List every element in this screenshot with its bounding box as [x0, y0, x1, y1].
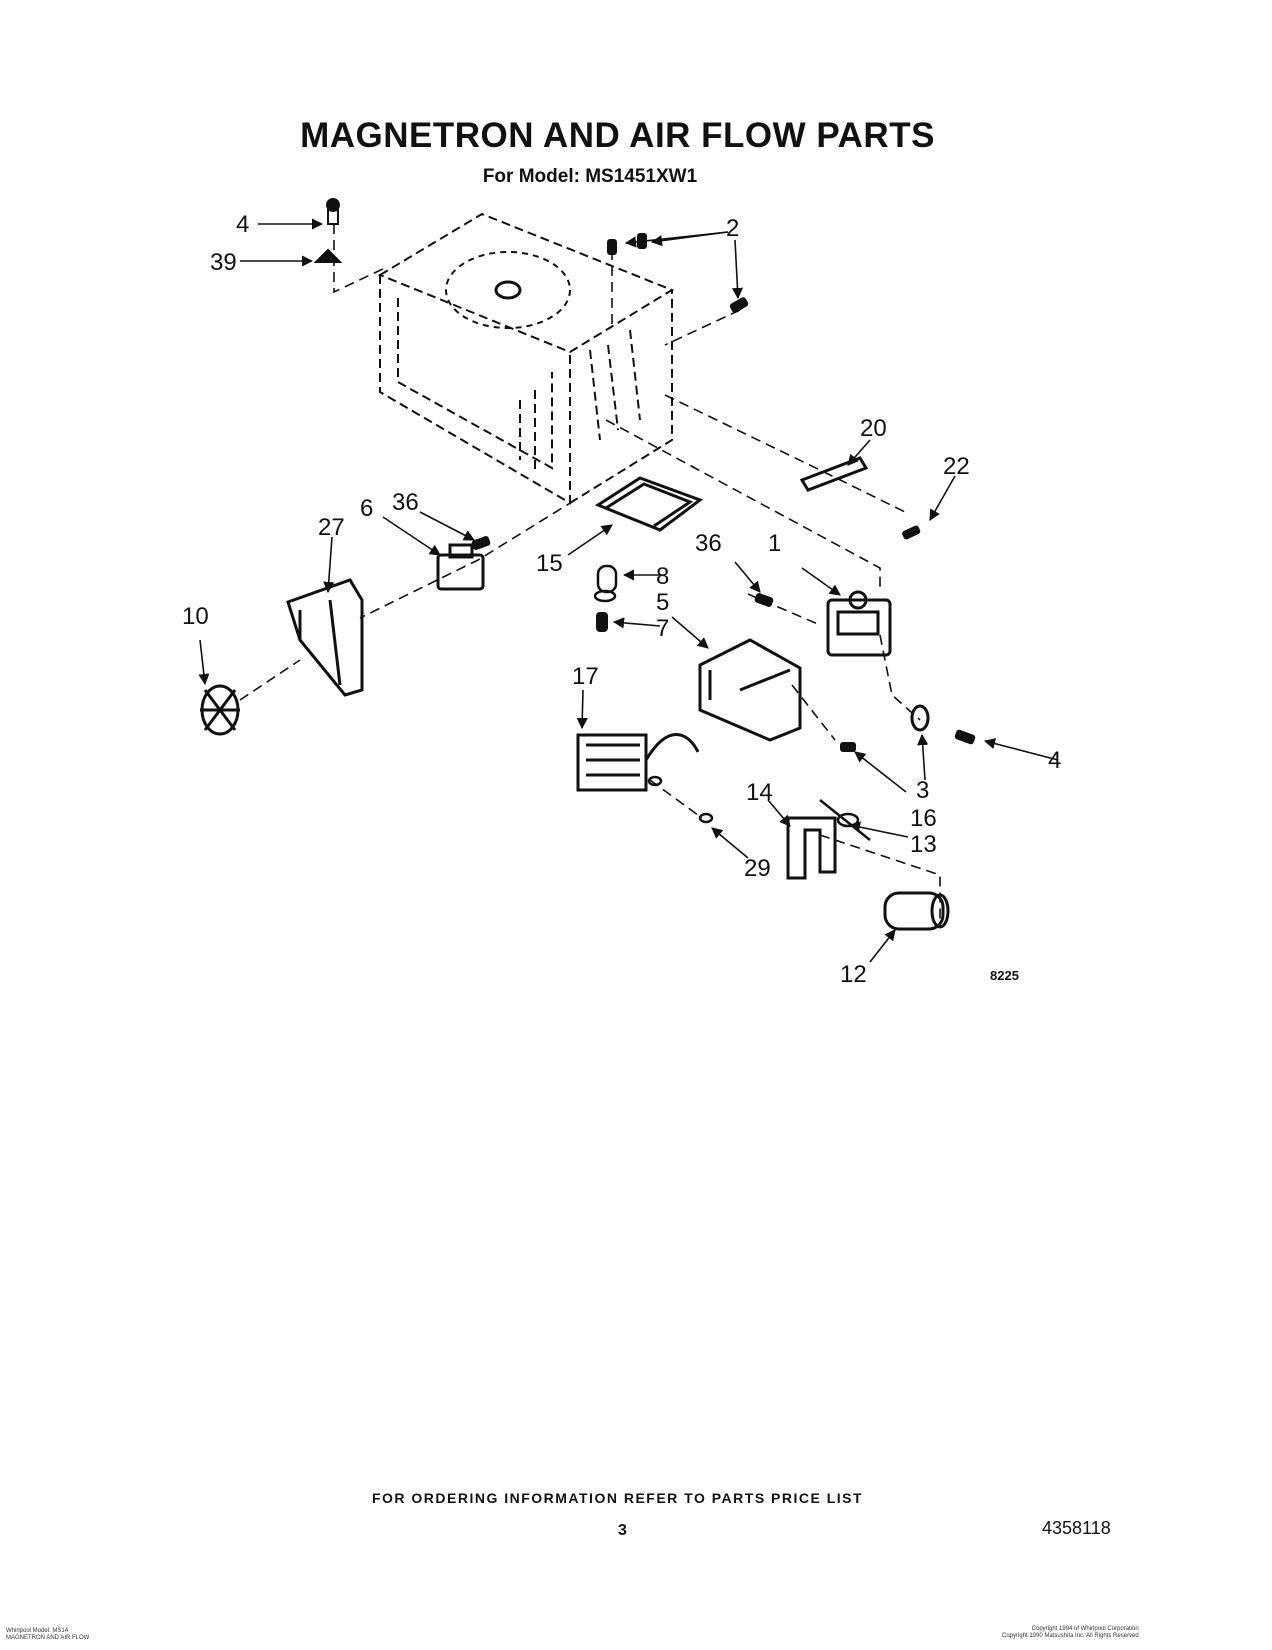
part-14-bracket: [786, 816, 837, 880]
part-12-capacitor: [883, 891, 950, 931]
turntable-drive: [445, 251, 571, 329]
callout-22: 22: [943, 453, 970, 480]
callout-29: 29: [744, 855, 771, 882]
part-17-transformer: [576, 733, 700, 792]
screw-part-36-lower: [754, 593, 774, 607]
screw-part-4: [326, 198, 340, 225]
callout-6: 6: [360, 495, 373, 522]
screws-part-2: [607, 233, 749, 313]
part-29-wire: [647, 775, 714, 824]
footer-right-line-2: Copyright 1990 Matsushita Inc. All Right…: [1002, 1633, 1139, 1639]
screw-part-7: [596, 612, 608, 632]
part-27-fan-housing: [286, 578, 364, 697]
footer-left-line-2: MAGNETRON AND AIR FLOW: [6, 1635, 90, 1641]
callout-12: 12: [840, 961, 867, 988]
callout-7: 7: [656, 615, 669, 642]
ordering-note: FOR ORDERING INFORMATION REFER TO PARTS …: [371, 1490, 864, 1506]
callout-4-top: 4: [236, 211, 249, 238]
page-title: MAGNETRON AND AIR FLOW PARTS: [300, 116, 935, 155]
footer-left: Whirlpool Model: MS14 MAGNETRON AND AIR …: [6, 1628, 89, 1642]
callout-15: 15: [536, 550, 563, 577]
callout-1: 1: [768, 530, 781, 557]
callout-8: 8: [656, 563, 669, 590]
part-39: [313, 248, 343, 263]
part-5-airguide: [698, 638, 802, 742]
callout-16: 16: [910, 805, 937, 832]
callout-20: 20: [860, 415, 887, 442]
part-6-thermal-cutout: [436, 543, 485, 591]
model-subtitle: For Model: MS1451XW1: [482, 166, 698, 187]
assembly-leaders: [239, 224, 941, 920]
callout-4-lower: 4: [1048, 747, 1061, 774]
callout-2: 2: [726, 215, 739, 242]
callout-27: 27: [318, 514, 345, 541]
drawing-number: 8225: [990, 968, 1019, 983]
cabinet: [377, 212, 675, 505]
part-1-magnetron: [826, 590, 892, 657]
callout-5: 5: [656, 589, 669, 616]
callout-36-upper: 36: [392, 489, 419, 516]
part-3-grommet: [910, 704, 930, 732]
callout-13: 13: [910, 831, 937, 858]
footer-left-line-1: Whirlpool Model: MS14: [6, 1628, 69, 1634]
part-20-bracket: [799, 456, 869, 492]
part-15-duct: [594, 476, 704, 532]
footer-right-line-1: Copyright 1994 of Whirlpool Corporation: [1031, 1626, 1139, 1632]
footer-right: Copyright 1994 of Whirlpool Corporation …: [1002, 1626, 1139, 1640]
callout-3: 3: [916, 777, 929, 804]
callout-arrows: [198, 218, 1059, 963]
part-10-fan-blade: [200, 684, 240, 736]
callout-17: 17: [572, 663, 599, 690]
callout-36-lower: 36: [695, 530, 722, 557]
callout-14: 14: [746, 779, 773, 806]
part-13-diode: [819, 799, 871, 841]
page-number: 3: [618, 1522, 627, 1539]
part-16: [840, 742, 856, 752]
screw-part-4-lower: [954, 729, 976, 745]
document-part-number: 4358118: [1042, 1518, 1111, 1538]
callout-39: 39: [210, 249, 237, 276]
part-8-lamp: [593, 564, 618, 603]
screw-part-22: [902, 525, 921, 540]
screw-part-36-upper: [471, 536, 491, 550]
callout-10: 10: [182, 603, 209, 630]
